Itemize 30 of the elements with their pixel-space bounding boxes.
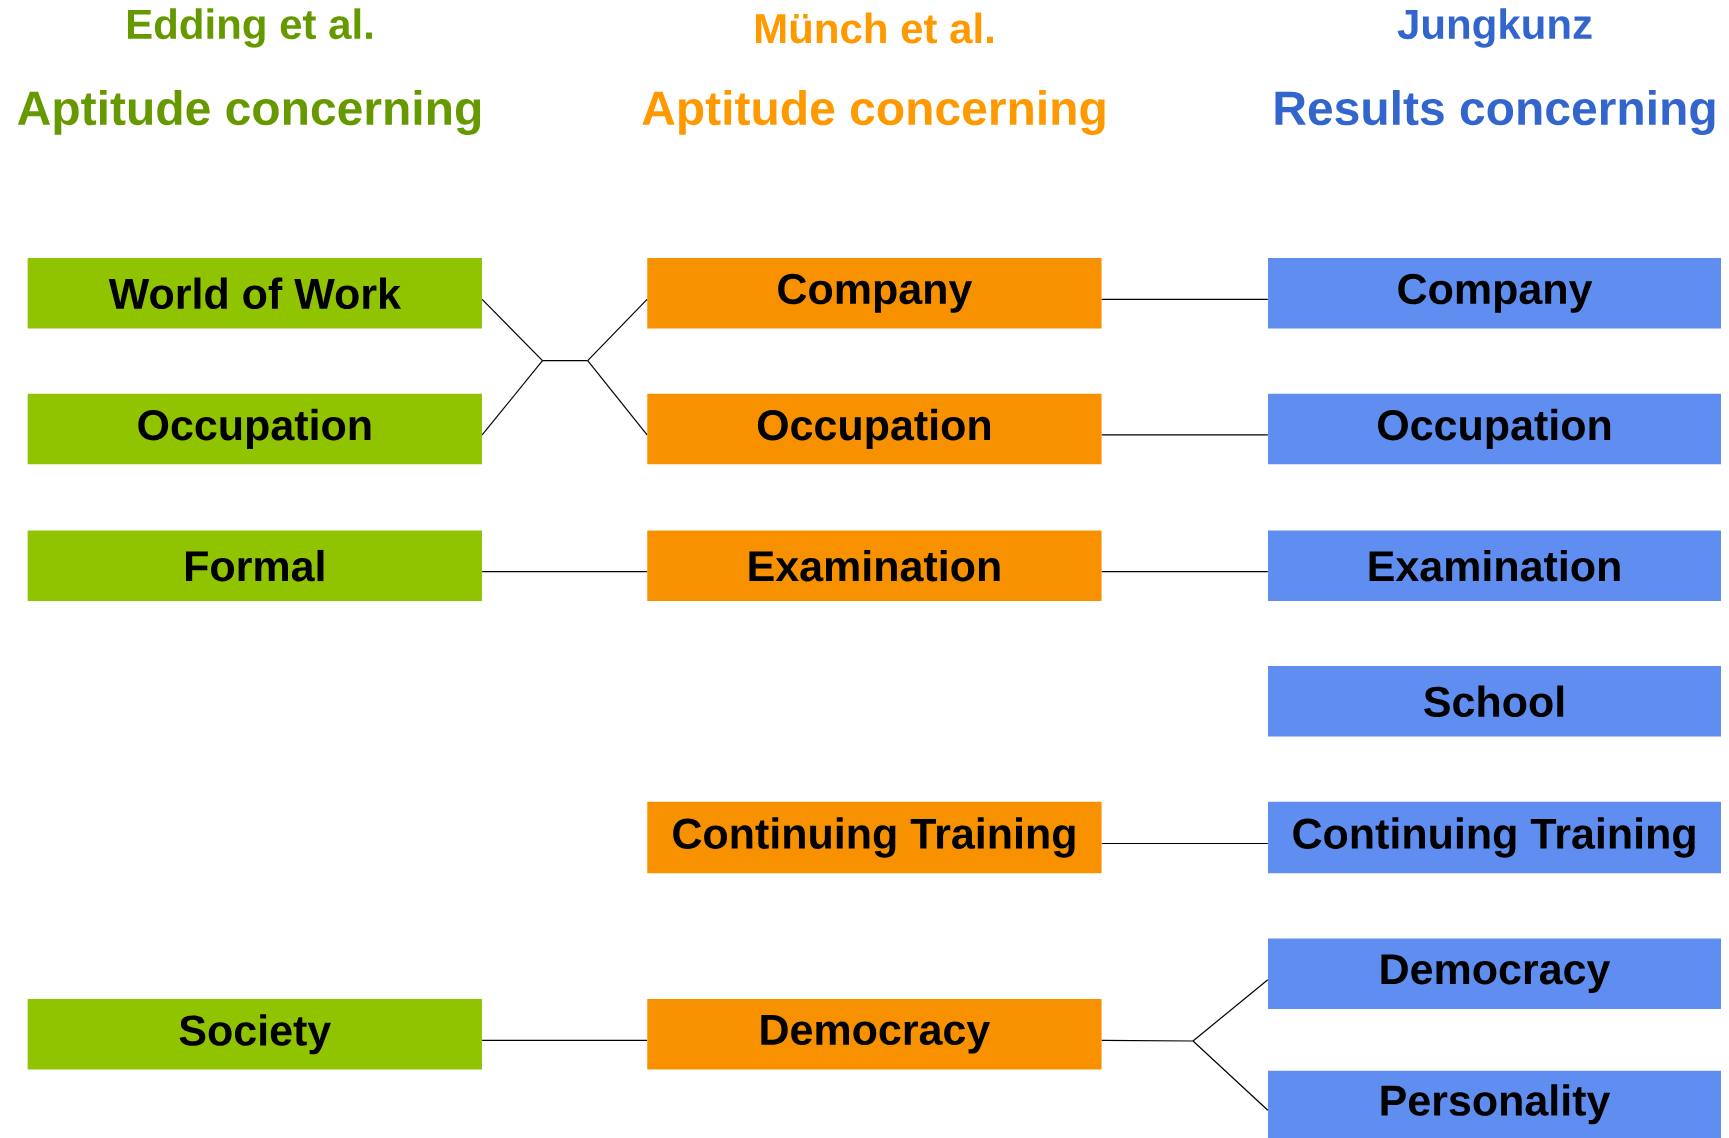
connector-line [1101, 979, 1269, 1111]
connector-line [481, 298, 648, 436]
connector-line [481, 1039, 648, 1041]
category-box: Formal [27, 530, 482, 601]
column-heading: Results concerning [1275, 90, 1715, 135]
category-box: Examination [1268, 530, 1721, 601]
column-heading: Jungkunz [1397, 8, 1592, 48]
category-box: Personality [1268, 1070, 1721, 1138]
category-box: Occupation [647, 393, 1102, 465]
category-box: Continuing Training [1268, 801, 1721, 874]
connector-line [1101, 571, 1269, 573]
column-heading: Aptitude concerning [642, 90, 1105, 135]
category-box: Society [27, 999, 482, 1070]
category-box: Examination [647, 530, 1102, 601]
connector-line [1101, 298, 1269, 300]
category-box: Occupation [1268, 393, 1721, 465]
column-heading: Münch et al. [755, 12, 993, 44]
category-box: Democracy [1268, 938, 1721, 1009]
column-heading: Edding et al. [127, 8, 372, 48]
category-box: Continuing Training [647, 801, 1102, 874]
connector-line [481, 571, 648, 573]
category-box: Company [647, 258, 1102, 329]
category-box: Democracy [647, 999, 1102, 1070]
category-box: Company [1268, 258, 1721, 329]
column-heading: Aptitude concerning [17, 90, 481, 135]
connector-line [1101, 434, 1269, 436]
category-box: World of Work [27, 258, 482, 329]
category-box: School [1268, 666, 1721, 737]
category-box: Occupation [27, 393, 482, 465]
connector-line [1101, 842, 1269, 845]
